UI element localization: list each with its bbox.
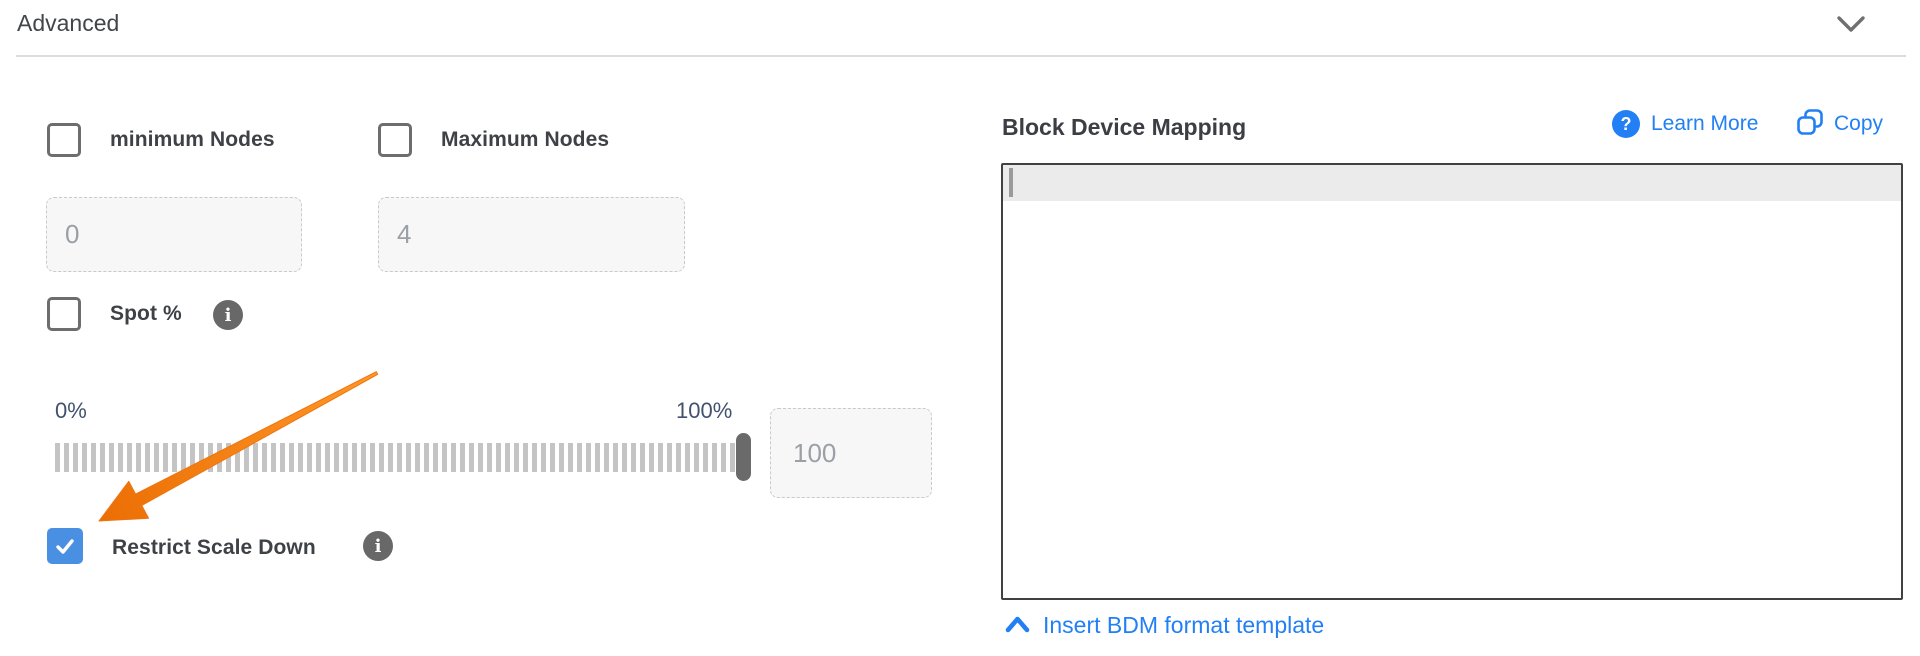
maximum-nodes-label: Maximum Nodes	[441, 128, 610, 151]
restrict-info-icon[interactable]: i	[363, 531, 393, 561]
editor-active-line	[1003, 165, 1901, 201]
restrict-scale-down-label: Restrict Scale Down	[112, 536, 316, 559]
spot-percent-label: Spot %	[110, 302, 182, 325]
section-title: Advanced	[17, 10, 120, 36]
spot-info-icon[interactable]: i	[213, 300, 243, 330]
slider-min-label: 0%	[55, 398, 87, 423]
copy-button[interactable]	[1796, 108, 1825, 137]
spot-percent-slider-handle[interactable]	[736, 433, 751, 481]
slider-max-label: 100%	[676, 398, 733, 423]
checkmark-icon	[54, 537, 76, 556]
learn-more-link[interactable]: Learn More	[1651, 112, 1759, 135]
copy-label[interactable]: Copy	[1834, 112, 1884, 135]
bdm-title: Block Device Mapping	[1002, 114, 1247, 140]
minimum-nodes-label: minimum Nodes	[110, 128, 275, 151]
editor-cursor	[1009, 168, 1013, 197]
question-icon[interactable]: ?	[1612, 110, 1640, 138]
collapse-section-button[interactable]	[1836, 12, 1866, 36]
maximum-nodes-checkbox[interactable]	[378, 123, 412, 157]
spot-percent-value-input[interactable]	[770, 408, 932, 498]
insert-template-chevron-button[interactable]	[1004, 615, 1031, 635]
insert-bdm-template-link[interactable]: Insert BDM format template	[1043, 612, 1325, 638]
copy-icon	[1796, 108, 1825, 137]
section-divider	[16, 55, 1906, 57]
restrict-scale-down-checkbox[interactable]	[47, 528, 83, 564]
spot-percent-slider-track[interactable]	[55, 443, 735, 472]
chevron-down-icon	[1836, 12, 1866, 36]
minimum-nodes-input[interactable]	[46, 197, 302, 272]
maximum-nodes-input[interactable]	[378, 197, 685, 272]
chevron-up-icon	[1004, 615, 1031, 635]
bdm-editor[interactable]	[1001, 163, 1903, 600]
minimum-nodes-checkbox[interactable]	[47, 123, 81, 157]
spot-percent-checkbox[interactable]	[47, 297, 81, 331]
